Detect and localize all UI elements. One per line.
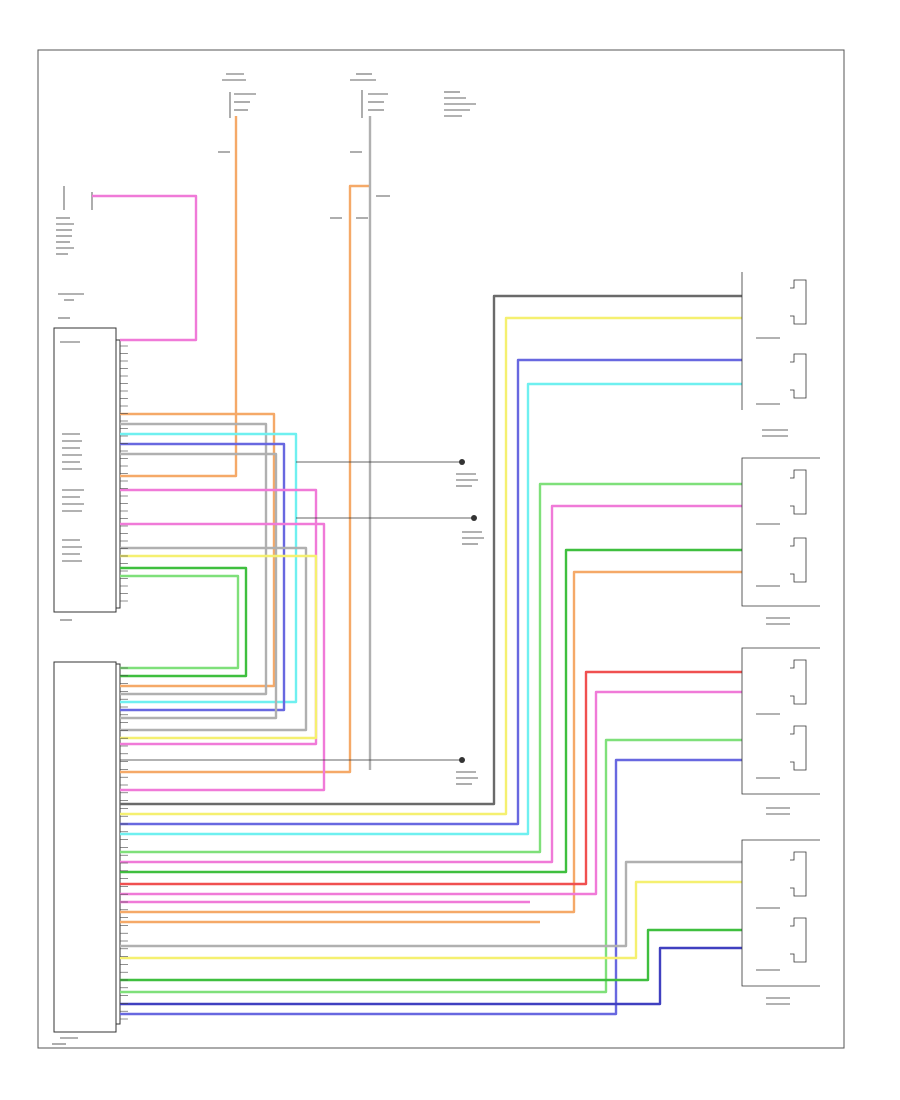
wire-blue-17 xyxy=(120,358,742,826)
wire-blue-26 xyxy=(120,758,742,1016)
amplifier-unit xyxy=(52,661,121,1045)
wire-green-13 xyxy=(120,566,248,678)
wire-dark-gray-15 xyxy=(120,294,742,806)
speaker-right-front xyxy=(741,457,820,625)
wire-dark-blue-30 xyxy=(120,946,742,1006)
wire-light-green-19 xyxy=(120,482,742,854)
wire-light-blue-18 xyxy=(120,382,742,836)
wire-green-29 xyxy=(120,928,742,982)
wire-yellow-28 xyxy=(120,880,742,960)
illumination-switch xyxy=(56,186,93,319)
wire-gray-8 xyxy=(120,452,278,720)
ground-symbol-3 xyxy=(456,757,478,785)
wire-orange-4 xyxy=(120,412,276,688)
wire-yellow-12 xyxy=(120,554,318,740)
speaker-left-front xyxy=(741,272,807,437)
wire-green-21 xyxy=(120,548,742,874)
wire-gray-5 xyxy=(120,422,268,696)
ground-symbol-1 xyxy=(456,459,478,487)
wire-group xyxy=(92,116,742,1020)
wire-pink-24 xyxy=(120,690,742,896)
wire-orange-1 xyxy=(120,116,238,478)
note-right xyxy=(444,91,476,117)
wire-pink-0 xyxy=(92,194,198,342)
fuse-block-mid xyxy=(330,73,390,219)
fuse-block-left xyxy=(218,73,256,153)
wire-light-green-25 xyxy=(120,738,742,994)
wire-pink-9 xyxy=(120,488,318,746)
wire-yellow-16 xyxy=(120,316,742,816)
wire-red-23 xyxy=(120,670,742,886)
wire-light-green-14 xyxy=(120,574,240,670)
wire-pink-20 xyxy=(120,504,742,864)
wire-gray-11 xyxy=(120,546,308,732)
wire-gray-27 xyxy=(120,860,742,948)
diagram-frame xyxy=(37,49,845,1049)
wire-orange-22 xyxy=(120,570,742,914)
speaker-left-rear xyxy=(741,647,820,815)
wire-orange-2 xyxy=(120,184,370,774)
speaker-right-rear xyxy=(741,839,820,1005)
ground-symbol-2 xyxy=(462,515,484,545)
wire-light-blue-6 xyxy=(120,432,298,704)
wire-blue-7 xyxy=(120,442,286,712)
radio-unit xyxy=(53,327,121,621)
ground-leads xyxy=(120,461,472,761)
wire-pink-10 xyxy=(120,522,326,792)
